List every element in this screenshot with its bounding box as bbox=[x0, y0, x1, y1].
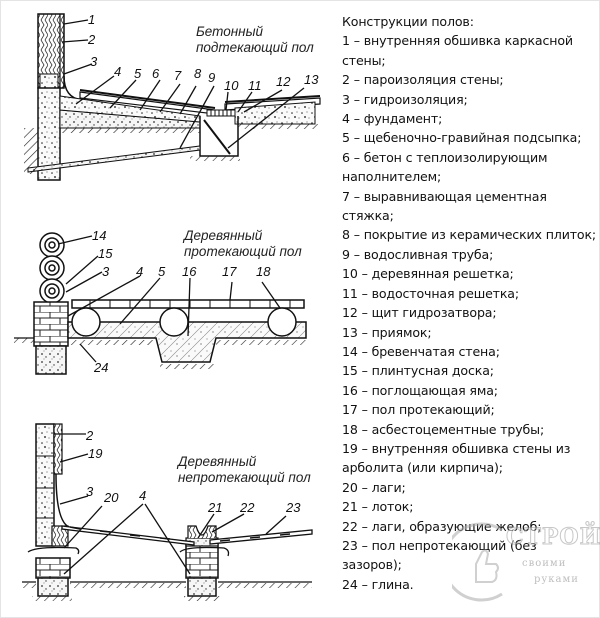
callout-3: 3 bbox=[86, 484, 94, 499]
legend-item: 22 – лаги, образующие желоб; bbox=[342, 518, 542, 534]
legend-item: 12 – щит гидрозатвора; bbox=[342, 305, 497, 321]
callout-4: 4 bbox=[139, 488, 146, 503]
diagram-wooden-leaking-floor: Деревянный протекающий пол bbox=[14, 228, 307, 375]
legend-item: 19 – внутренняя обшивка стены из арболит… bbox=[342, 440, 571, 476]
callout-14: 14 bbox=[92, 228, 106, 243]
callout-18: 18 bbox=[256, 264, 271, 279]
callout-1: 1 bbox=[88, 12, 95, 27]
legend-item: 21 – лоток; bbox=[342, 499, 414, 515]
legend-item: 14 – бревенчатая стена; bbox=[342, 343, 500, 359]
diagram-2-caption-line1: Деревянный bbox=[182, 228, 263, 243]
callout-20: 20 bbox=[103, 490, 119, 505]
callout-16: 16 bbox=[182, 264, 197, 279]
brick-foundation bbox=[35, 557, 71, 579]
gutter-tray bbox=[187, 525, 217, 538]
legend-item: 10 – деревянная решетка; bbox=[342, 266, 514, 282]
callout-22: 22 bbox=[239, 500, 255, 515]
callout-9: 9 bbox=[208, 70, 215, 85]
legend-item: 20 – лаги; bbox=[342, 479, 406, 495]
diagram-2-caption-line2: протекающий пол bbox=[184, 244, 302, 259]
watermark: СТРОЙ своими руками bbox=[442, 520, 600, 604]
callout-24: 24 bbox=[93, 360, 108, 375]
callout-4: 4 bbox=[136, 264, 143, 279]
callout-2: 2 bbox=[87, 32, 96, 47]
callout-12: 12 bbox=[276, 74, 291, 89]
diagram-concrete-leaking-floor: Бетонный подтекающий пол bbox=[24, 12, 321, 181]
thumbs-up-logo-icon bbox=[442, 522, 503, 602]
diagram-3-callouts: 2 19 3 20 4 21 22 23 bbox=[85, 428, 301, 515]
legend-item: 4 – фундамент; bbox=[342, 111, 443, 127]
diagram-3-caption-line2: непротекающий пол bbox=[178, 470, 311, 485]
callout-13: 13 bbox=[304, 72, 319, 87]
callout-11: 11 bbox=[248, 78, 262, 93]
legend-item: 1 – внутренняя обшивка каркасной стены; bbox=[342, 33, 573, 68]
diagram-2-callouts: 14 15 3 4 5 16 17 18 24 bbox=[92, 228, 271, 375]
legend-item: 16 – поглощающая яма; bbox=[342, 382, 498, 398]
brick-foundation bbox=[185, 543, 219, 579]
diagram-1-caption-line2: подтекающий пол bbox=[196, 40, 314, 55]
callout-17: 17 bbox=[222, 264, 237, 279]
diagram-1-callouts: 1 2 3 4 5 6 7 8 9 10 11 12 13 bbox=[87, 12, 319, 93]
diagram-3-caption-line1: Деревянный bbox=[176, 454, 257, 469]
callout-5: 5 bbox=[158, 264, 166, 279]
leaking-floor-boards bbox=[71, 299, 305, 309]
legend-item: 13 – приямок; bbox=[342, 324, 432, 340]
legend-item: 24 – глина. bbox=[342, 576, 414, 592]
callout-3: 3 bbox=[102, 264, 110, 279]
asbestos-pipe bbox=[159, 307, 189, 337]
diagram-wooden-non-leaking-floor: Деревянный непротекающий пол bbox=[22, 423, 313, 601]
legend: Конструкции полов: 1 – внутренняя обшивк… bbox=[342, 12, 598, 594]
callout-23: 23 bbox=[285, 500, 301, 515]
legend-title: Конструкции полов: bbox=[342, 14, 474, 29]
asbestos-pipe bbox=[71, 307, 101, 337]
callout-3: 3 bbox=[90, 54, 98, 69]
callout-10: 10 bbox=[224, 78, 239, 93]
callout-8: 8 bbox=[194, 66, 202, 81]
legend-item: 6 – бетон с теплоизолирующим наполнителе… bbox=[342, 149, 548, 185]
non-leaking-floor bbox=[61, 525, 195, 546]
legend-item: 2 – пароизоляция стены; bbox=[342, 72, 504, 88]
legend-item: 7 – выравнивающая цементная стяжка; bbox=[342, 188, 547, 224]
legend-item: 18 – асбестоцементные трубы; bbox=[342, 421, 545, 437]
callout-2: 2 bbox=[85, 428, 94, 443]
joist bbox=[51, 525, 69, 547]
callout-7: 7 bbox=[174, 68, 182, 83]
callout-19: 19 bbox=[88, 446, 102, 461]
diagram-1-caption-line1: Бетонный bbox=[196, 24, 264, 39]
callout-5: 5 bbox=[134, 66, 142, 81]
legend-item: 23 – пол непротекающий (без зазоров); bbox=[342, 537, 537, 573]
log-wall bbox=[39, 232, 65, 304]
brick-foundation bbox=[33, 301, 69, 347]
callout-6: 6 bbox=[152, 66, 160, 81]
legend-item: 9 – водосливная труба; bbox=[342, 246, 494, 262]
legend-item: 5 – щебеночно-гравийная подсыпка; bbox=[342, 130, 582, 146]
watermark-brand: СТРОЙ bbox=[505, 524, 600, 551]
legend-item: 8 – покрытие из керамических плиток; bbox=[342, 227, 597, 243]
watermark-line2: своими bbox=[522, 558, 567, 569]
callout-21: 21 bbox=[207, 500, 222, 515]
legend-item: 15 – плинтусная доска; bbox=[342, 363, 494, 379]
watermark-line3: руками bbox=[534, 574, 579, 585]
legend-item: 17 – пол протекающий; bbox=[342, 402, 495, 418]
legend-item: 3 – гидроизоляция; bbox=[342, 91, 468, 107]
asbestos-pipe bbox=[267, 307, 297, 337]
legend-item: 11 – водосточная решетка; bbox=[342, 285, 519, 301]
callout-4: 4 bbox=[114, 64, 121, 79]
arbolite-wall bbox=[35, 423, 55, 547]
callout-15: 15 bbox=[98, 246, 113, 261]
clay-layer bbox=[67, 321, 307, 363]
